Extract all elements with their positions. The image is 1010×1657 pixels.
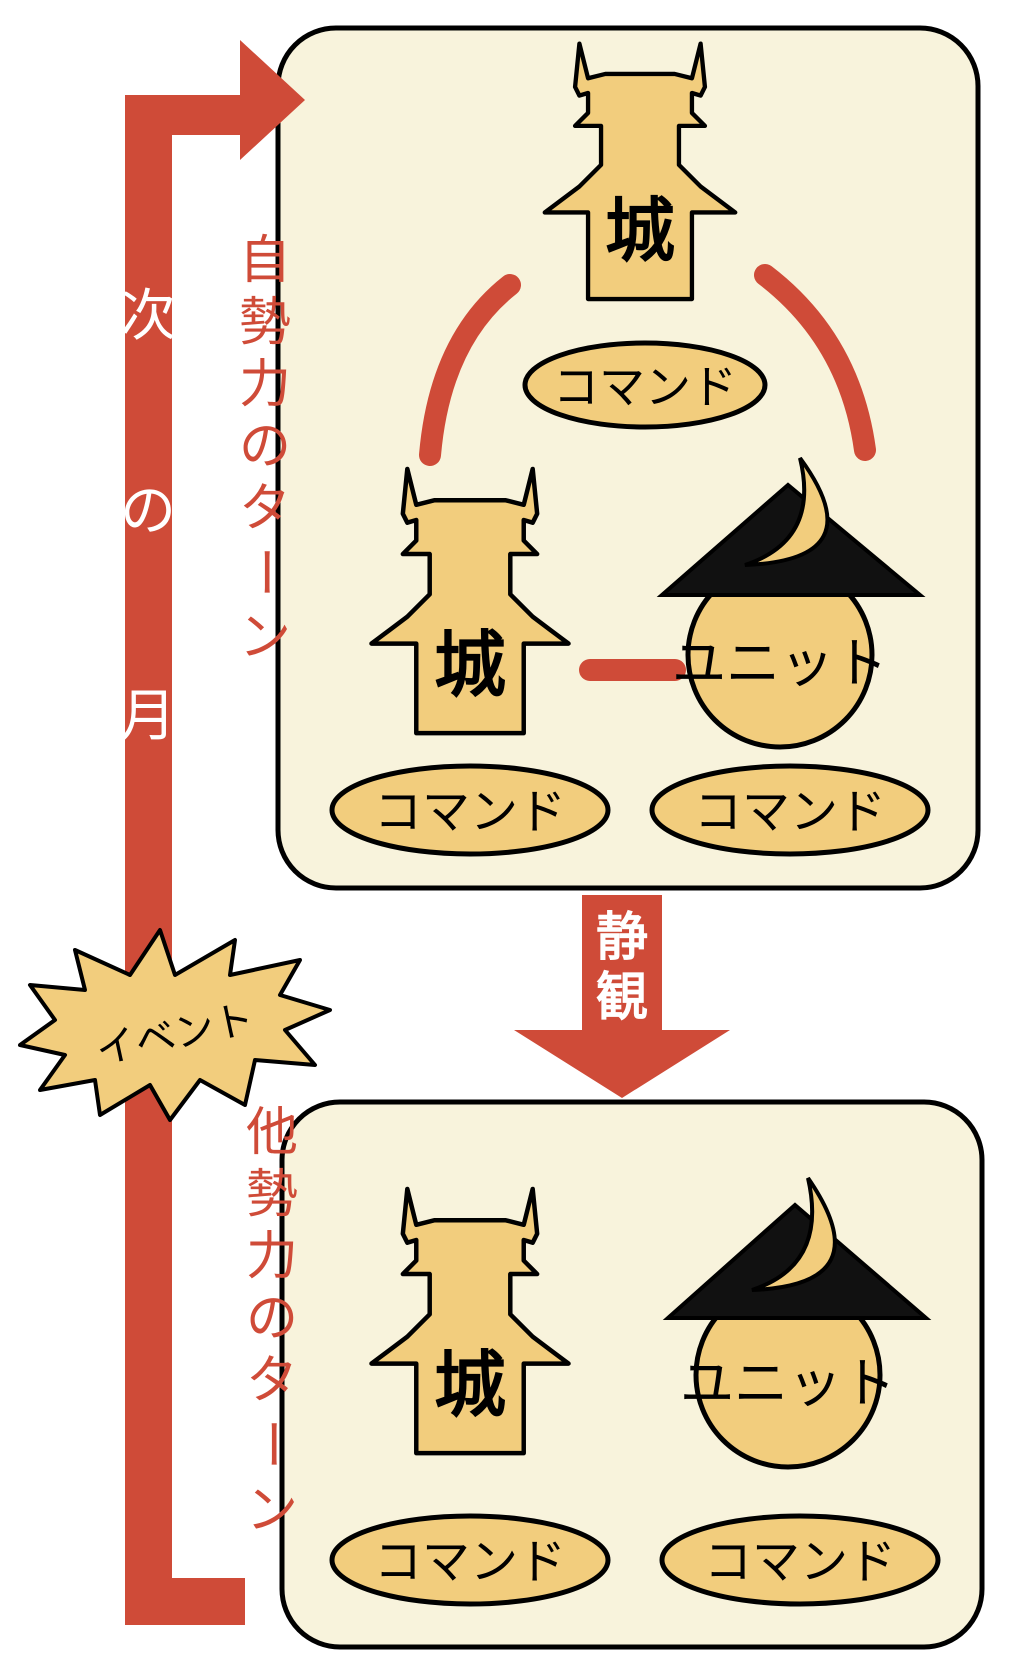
connector-arc-left [419,274,521,466]
command-label: コマンド [694,784,886,840]
command-label: コマンド [374,784,566,840]
own-turn-label-char: の [239,417,291,477]
transition-arrow [514,895,730,1098]
castle-label: 城 [605,190,675,272]
own-turn-label-char: ー [234,546,294,598]
castle-label: 城 [434,623,506,707]
own-turn-label-char: 力 [239,355,291,415]
other-turn-label-char: 他 [246,1103,298,1163]
cycle-label-char: 次 [120,284,176,349]
command-badge[interactable] [522,340,768,430]
command-badge[interactable] [649,763,931,857]
other-turn-label-char: 勢 [246,1165,298,1225]
own-turn-label-char: 勢 [239,293,291,353]
unit-label: ユニット [680,1352,896,1415]
own-turn-label-char: 自 [239,231,291,291]
own-turn-label-char: タ [239,479,291,539]
command-badge[interactable] [659,1513,941,1607]
cycle-label-char: 月 [120,684,176,749]
command-label: コマンド [553,360,737,414]
transition-label-char: 静 [596,908,648,968]
connector-arc-right [754,264,876,461]
command-badge[interactable] [329,763,611,857]
cycle-arrow [125,40,305,1625]
own-turn-label-char: ン [239,608,291,668]
other-turn-label-char: ー [241,1418,301,1470]
command-label: コマンド [704,1534,896,1590]
transition-label-char: 観 [596,968,648,1028]
unit-label: ユニット [672,632,888,695]
command-badge[interactable] [329,1513,611,1607]
cycle-label-char: の [120,479,176,544]
command-label: コマンド [374,1534,566,1590]
other-turn-label: 他 勢 力 の タ ー ン [241,1103,301,1541]
own-turn-label: 自 勢 力 の タ ー ン [234,231,294,668]
castle-label: 城 [434,1343,506,1427]
other-turn-label-char: の [246,1289,298,1349]
unit-icon [656,456,926,750]
event-burst [18,928,332,1122]
other-turn-label-char: 力 [246,1227,298,1287]
other-turn-label-char: ン [246,1481,298,1541]
unit-icon [662,1176,932,1470]
other-turn-label-char: タ [246,1351,298,1411]
